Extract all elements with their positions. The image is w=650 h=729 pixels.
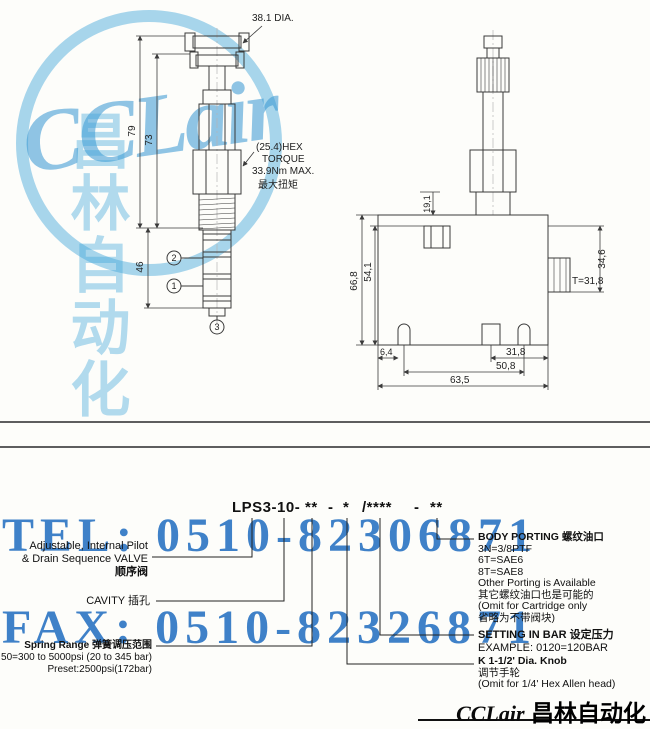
dim-50-8: 50,8 [496, 361, 516, 372]
body-porting-line: 6T=SAE6 [478, 554, 524, 566]
hex-note-torque: TORQUE [262, 154, 305, 165]
dim-46: 46 [135, 261, 146, 273]
body-porting-line: (Omit for Cartridge only [478, 600, 588, 612]
ordering-connector-lines [152, 518, 474, 665]
left-view-dimension-lines [136, 25, 263, 309]
setting-line: SETTING IN BAR 设定压力 [478, 629, 614, 641]
spring-range-line: 50=300 to 5000psi (20 to 345 bar) [1, 652, 152, 663]
label-valve-type: Adjustable, Internal Pilot & Drain Seque… [0, 540, 148, 579]
spring-range-line: Preset:2500psi(172bar) [47, 664, 152, 675]
port-callouts [166, 250, 225, 335]
knob-line: 调节手轮 [478, 666, 520, 679]
hex-note-cn: 最大扭矩 [258, 178, 298, 191]
label-knob: K 1-1/2' Dia. Knob 调节手轮 (Omit for 1/4' H… [478, 655, 650, 691]
knob-line: K 1-1/2' Dia. Knob [478, 655, 567, 667]
body-porting-line: 其它螺纹油口也是可能的 [478, 588, 594, 601]
body-porting-line: Other Porting is Available [478, 577, 596, 589]
hex-note-size: (25.4)HEX [256, 142, 303, 153]
dim-34-6: 34,6 [597, 249, 608, 269]
code-segment-dash1: - [328, 499, 334, 516]
dim-54-1: 54,1 [363, 262, 374, 282]
footer-brand-cn: 昌林自动化 [531, 700, 646, 726]
dim-38-1-dia: 38.1 DIA. [252, 13, 294, 24]
dim-63-5: 63,5 [450, 375, 470, 386]
code-segment-knob: * [343, 499, 350, 516]
code-segment-model: LPS3-10- [232, 499, 301, 516]
label-spring-range: Spring Range 弹簧调压范围 50=300 to 5000psi (2… [0, 640, 152, 676]
body-porting-line: BODY PORTING 螺纹油口 [478, 531, 604, 543]
knob-line: (Omit for 1/4' Hex Allen head) [478, 678, 616, 690]
footer-brand: CCLair 昌林自动化 [456, 694, 646, 728]
spring-range-line: Spring Range 弹簧调压范围 [24, 640, 152, 651]
code-segment-spring: ** [305, 499, 318, 516]
valve-body-view [377, 30, 571, 346]
valve-type-line: & Drain Sequence VALVE [21, 553, 148, 565]
dim-73: 73 [144, 134, 155, 146]
label-body-porting: BODY PORTING 螺纹油口 3N=3/8PTF 6T=SAE6 8T=S… [478, 531, 650, 624]
footer-brand-en: CCLair [456, 701, 525, 726]
dim-31-8: 31,8 [506, 347, 526, 358]
dim-6-4: 6,4 [380, 347, 393, 357]
port-number-2: 2 [171, 253, 176, 263]
valve-cartridge-view [184, 28, 250, 324]
body-porting-line: 3N=3/8PTF [478, 542, 532, 555]
port-number-3: 3 [214, 322, 219, 332]
setting-line: EXAMPLE: 0120=120BAR [478, 642, 608, 654]
right-view-dimension-lines [356, 191, 604, 390]
label-setting-in-bar: SETTING IN BAR 设定压力 EXAMPLE: 0120=120BAR [478, 629, 650, 655]
dim-19-1: 19,1 [422, 195, 432, 213]
dim-79: 79 [127, 125, 138, 137]
hex-note-value: 33.9Nm MAX. [252, 166, 314, 177]
dim-66-8: 66,8 [349, 271, 360, 291]
port-number-1: 1 [171, 281, 176, 291]
code-segment-setting: /**** [362, 499, 393, 516]
code-segment-porting: ** [430, 499, 443, 516]
valve-type-cn: 顺序阀 [115, 566, 148, 578]
thread-label: T=31,8 [572, 276, 604, 287]
valve-type-line: Adjustable, Internal Pilot [29, 540, 148, 552]
code-segment-dash2: - [414, 499, 420, 516]
body-porting-line: 8T=SAE8 [478, 565, 524, 578]
label-cavity: CAVITY 插孔 [86, 595, 150, 607]
body-porting-line: 省略为不带阀块) [478, 611, 555, 624]
